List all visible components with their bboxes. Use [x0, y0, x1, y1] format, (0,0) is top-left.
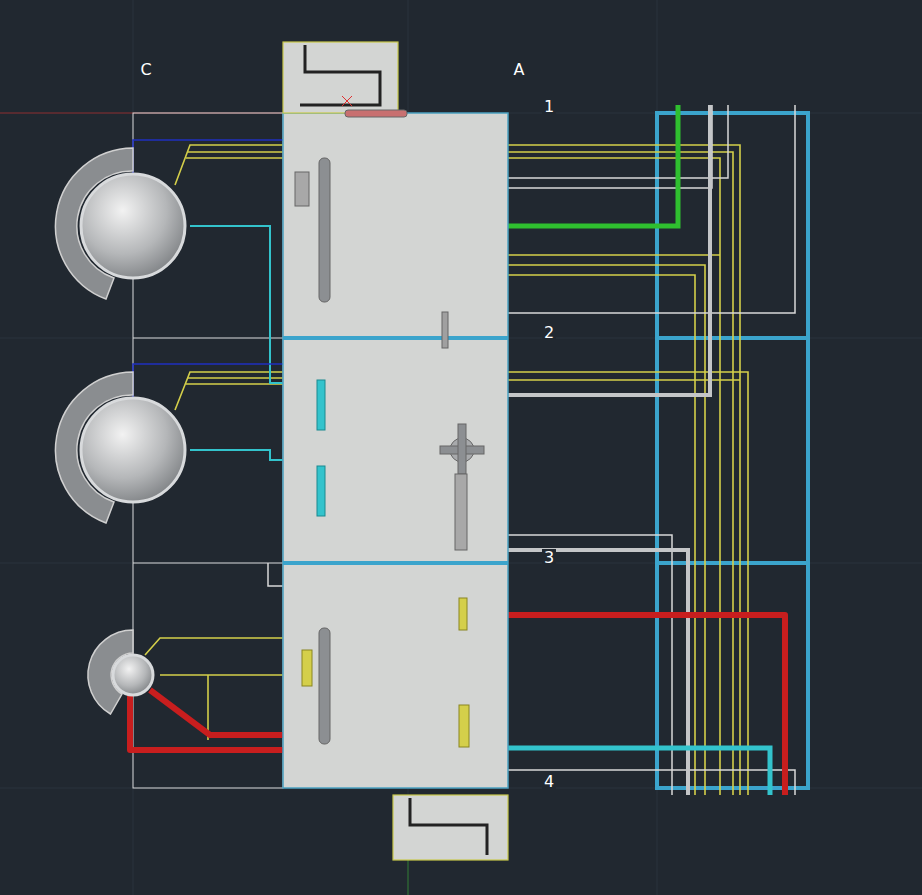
yellow-pipes [508, 372, 748, 795]
sphere-vessel [81, 174, 185, 695]
column-label: A [512, 61, 527, 79]
yellow-pipes [508, 265, 705, 795]
yellow-pipes [508, 145, 740, 795]
grey-process-pipes [508, 105, 710, 395]
callout-wrap: C [138, 61, 153, 79]
stair-tower [283, 42, 398, 113]
building [283, 113, 508, 788]
callout-wrap: 4 [542, 773, 556, 791]
stair-tower [410, 798, 487, 855]
equipment [295, 172, 309, 206]
grid [0, 338, 922, 339]
cyan-pipes [190, 226, 283, 383]
yellow-pipes [188, 377, 283, 379]
callout-wrap: 3 [542, 549, 556, 567]
yellow-pipes [188, 151, 283, 153]
yellow-pipes [145, 638, 283, 655]
stair-tower [393, 795, 508, 860]
yellow-pipes [508, 152, 733, 795]
cyan-pipes [190, 450, 283, 460]
grey-pipes [508, 535, 672, 795]
equipment [459, 598, 467, 630]
sphere-vessel [113, 655, 153, 695]
yellow-pipes [508, 379, 740, 381]
stair-tower [283, 42, 508, 860]
equipment [295, 96, 484, 747]
equipment [458, 424, 466, 474]
callout-wrap: A [512, 61, 527, 79]
equipment [302, 650, 312, 686]
equipment [345, 110, 407, 117]
grey-pipes [268, 563, 283, 586]
yellow-pipes [508, 275, 695, 795]
building [283, 561, 508, 565]
green-pipe [508, 105, 678, 226]
yellow-pipes [175, 145, 283, 185]
yellow-pipes [160, 674, 283, 676]
equipment [459, 705, 469, 747]
yellow-pipes [508, 158, 720, 795]
equipment [342, 96, 352, 106]
callout-number: 4 [542, 773, 556, 791]
grid [0, 563, 922, 564]
yellow-pipes [186, 383, 283, 385]
callout-wrap: 1 [542, 98, 556, 116]
yellow-pipes [508, 254, 720, 256]
axis [408, 860, 409, 895]
column-label: C [138, 61, 153, 79]
equipment [342, 96, 352, 106]
grey-process-pipes [508, 550, 688, 795]
grey-pipes [508, 105, 712, 188]
building [283, 113, 508, 788]
stair-tower [300, 45, 380, 105]
grey-pipes [268, 105, 795, 795]
equipment [317, 380, 325, 430]
building [283, 336, 508, 340]
red-pipes [150, 690, 283, 735]
sphere-vessel [81, 398, 185, 502]
equipment [455, 474, 467, 550]
red-pipes [508, 615, 785, 795]
equipment [319, 158, 330, 302]
outline [133, 563, 283, 564]
equipment [319, 628, 330, 744]
outline [133, 338, 283, 339]
cyan-pipes [190, 226, 283, 460]
yellow-pipes [186, 157, 283, 159]
grey-process-pipes [508, 105, 710, 795]
sphere-vessel [81, 174, 185, 278]
yellow-pipes [175, 372, 283, 410]
callout-number: 1 [542, 98, 556, 116]
equipment [442, 312, 448, 348]
cyan-pipe [508, 748, 770, 795]
callout-number: 3 [542, 549, 556, 567]
equipment [317, 466, 325, 516]
grey-pipes [508, 105, 795, 313]
grey-pipes [508, 770, 795, 795]
callout-wrap: 2 [542, 324, 556, 342]
callout-number: 2 [542, 324, 556, 342]
